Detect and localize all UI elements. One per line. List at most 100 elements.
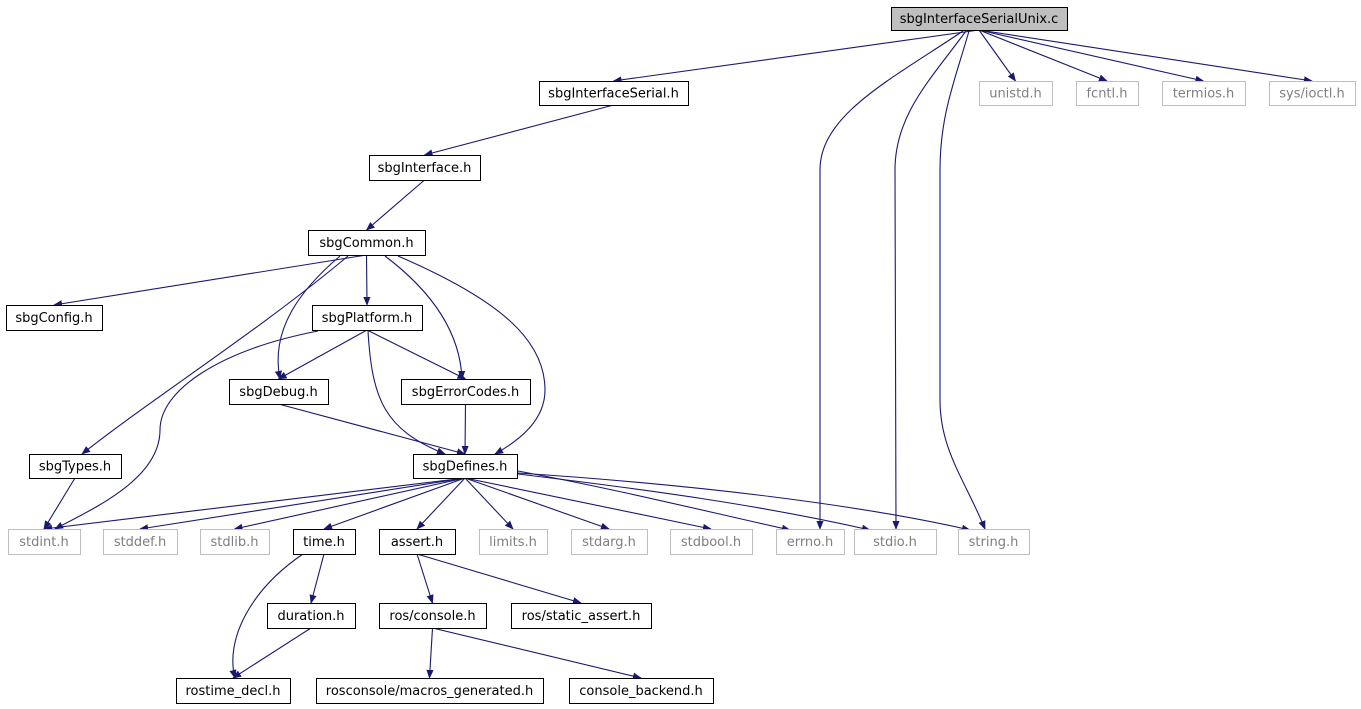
edge-sbgCommon-h-to-sbgDefines-h	[397, 255, 546, 455]
edge-time-h-to-rostime-decl-h	[229, 553, 304, 679]
edge-sbgDefines-h-to-stddef-h	[139, 477, 466, 532]
node-box	[312, 305, 423, 331]
edge-ros-console-h-to-rosconsole-macros-generated-h	[426, 627, 434, 679]
node-box	[571, 529, 648, 555]
node-stdio-h: stdio.h	[854, 529, 937, 555]
node-unistd-h: unistd.h	[979, 81, 1053, 106]
node-box	[511, 603, 652, 629]
node-label: time.h	[303, 535, 345, 550]
node-sbgInterfaceSerial-h[interactable]: sbgInterfaceSerial.h	[539, 81, 689, 106]
node-box	[369, 155, 481, 181]
node-sbgInterfaceSerialUnix-c[interactable]: sbgInterfaceSerialUnix.c	[891, 7, 1068, 31]
node-label: console_backend.h	[579, 684, 702, 699]
node-box	[539, 81, 689, 106]
edge-sbgInterfaceSerialUnix-c-to-string-h	[939, 30, 986, 530]
node-label: errno.h	[787, 535, 834, 550]
node-sbgDefines-h[interactable]: sbgDefines.h	[413, 454, 518, 479]
edge-sbgPlatform-h-to-sbgDebug-h	[277, 329, 368, 380]
edge-sbgErrorCodes-h-to-sbgDefines-h	[461, 403, 469, 455]
edge-ros-console-h-to-console-backend-h	[432, 627, 642, 680]
node-box	[1076, 81, 1139, 106]
node-box	[6, 305, 103, 331]
node-label: termios.h	[1173, 87, 1235, 102]
edge-sbgDefines-h-to-errno-h	[517, 470, 791, 532]
edge-sbgCommon-h-to-sbgErrorCodes-h	[384, 255, 466, 380]
node-box	[293, 529, 356, 555]
node-ros-console-h[interactable]: ros/console.h	[379, 603, 487, 629]
node-sbgPlatform-h[interactable]: sbgPlatform.h	[312, 305, 423, 331]
node-sbgErrorCodes-h[interactable]: sbgErrorCodes.h	[401, 379, 531, 405]
node-box	[379, 529, 456, 555]
edge-sbgDefines-h-to-stdarg-h	[464, 477, 610, 530]
node-stdarg-h: stdarg.h	[571, 529, 648, 555]
node-label: limits.h	[489, 535, 537, 550]
node-label: rostime_decl.h	[185, 684, 280, 699]
node-sbgInterface-h[interactable]: sbgInterface.h	[369, 155, 481, 181]
node-box	[1162, 81, 1246, 106]
edge-sbgCommon-h-to-sbgConfig-h	[53, 254, 367, 308]
node-box	[479, 529, 548, 555]
node-label: assert.h	[391, 535, 443, 550]
edge-sbgDefines-h-to-assert-h	[416, 477, 466, 530]
node-label: sbgInterfaceSerial.h	[548, 87, 679, 102]
edge-sbgCommon-h-to-sbgTypes-h	[81, 255, 349, 455]
node-label: rosconsole/macros_generated.h	[326, 684, 533, 699]
node-box	[413, 454, 518, 479]
node-ros-static-assert-h[interactable]: ros/static_assert.h	[511, 603, 652, 629]
edge-sbgDefines-h-to-stdio-h	[517, 473, 871, 532]
edge-sbgInterfaceSerialUnix-c-to-sys-ioctl-h	[978, 29, 1313, 84]
node-box	[308, 230, 426, 256]
node-label: sbgErrorCodes.h	[412, 385, 519, 400]
node-box	[267, 603, 356, 629]
node-stddef-h: stddef.h	[103, 529, 178, 555]
edge-sbgPlatform-h-to-sbgDefines-h	[367, 330, 446, 455]
node-label: sbgDefines.h	[423, 460, 508, 475]
node-label: stdarg.h	[582, 535, 636, 550]
node-stdlib-h: stdlib.h	[200, 529, 270, 555]
node-label: sbgDebug.h	[239, 385, 317, 400]
edge-time-h-to-duration-h	[309, 553, 325, 604]
node-label: string.h	[969, 535, 1019, 550]
node-box	[8, 529, 81, 555]
node-sbgCommon-h[interactable]: sbgCommon.h	[308, 230, 426, 256]
node-box	[316, 678, 544, 704]
node-fcntl-h: fcntl.h	[1076, 81, 1139, 106]
edge-assert-h-to-ros-console-h	[416, 553, 434, 604]
node-label: sbgInterface.h	[378, 161, 472, 176]
node-box	[29, 454, 122, 479]
node-box	[776, 529, 845, 555]
node-box	[200, 529, 270, 555]
node-rosconsole-macros-generated-h[interactable]: rosconsole/macros_generated.h	[316, 678, 544, 704]
edge-sbgInterfaceSerialUnix-c-to-stdio-h	[892, 30, 967, 530]
node-stdbool-h: stdbool.h	[670, 529, 753, 555]
edge-duration-h-to-rostime-decl-h	[232, 627, 312, 679]
node-sbgDebug-h[interactable]: sbgDebug.h	[229, 379, 329, 405]
node-sbgConfig-h[interactable]: sbgConfig.h	[6, 305, 103, 331]
node-box	[1269, 81, 1356, 106]
node-rostime-decl-h[interactable]: rostime_decl.h	[176, 678, 291, 704]
node-time-h[interactable]: time.h	[293, 529, 356, 555]
edge-sbgDefines-h-to-time-h	[323, 477, 466, 530]
edge-sbgDefines-h-to-limits-h	[464, 477, 514, 530]
node-assert-h[interactable]: assert.h	[379, 529, 456, 555]
edge-sbgInterfaceSerialUnix-c-to-unistd-h	[978, 29, 1017, 82]
node-duration-h[interactable]: duration.h	[267, 603, 356, 629]
node-label: stdint.h	[19, 535, 68, 550]
node-limits-h: limits.h	[479, 529, 548, 555]
edge-sbgDefines-h-to-string-h	[517, 472, 971, 532]
node-errno-h: errno.h	[776, 529, 845, 555]
edge-assert-h-to-ros-static-assert-h	[416, 553, 582, 605]
node-termios-h: termios.h	[1162, 81, 1246, 106]
node-sys-ioctl-h: sys/ioctl.h	[1269, 81, 1356, 106]
node-label: stdlib.h	[211, 535, 259, 550]
node-label: sys/ioctl.h	[1279, 87, 1344, 102]
node-console-backend-h[interactable]: console_backend.h	[569, 678, 714, 704]
node-label: stddef.h	[114, 535, 166, 550]
node-sbgTypes-h[interactable]: sbgTypes.h	[29, 454, 122, 479]
edge-sbgInterfaceSerialUnix-c-to-sbgInterfaceSerial-h	[612, 29, 980, 84]
node-label: sbgInterfaceSerialUnix.c	[900, 12, 1059, 27]
node-box	[670, 529, 753, 555]
node-label: sbgCommon.h	[319, 236, 413, 251]
node-label: stdbool.h	[681, 535, 741, 550]
edge-sbgInterfaceSerial-h-to-sbgInterface-h	[423, 104, 614, 157]
